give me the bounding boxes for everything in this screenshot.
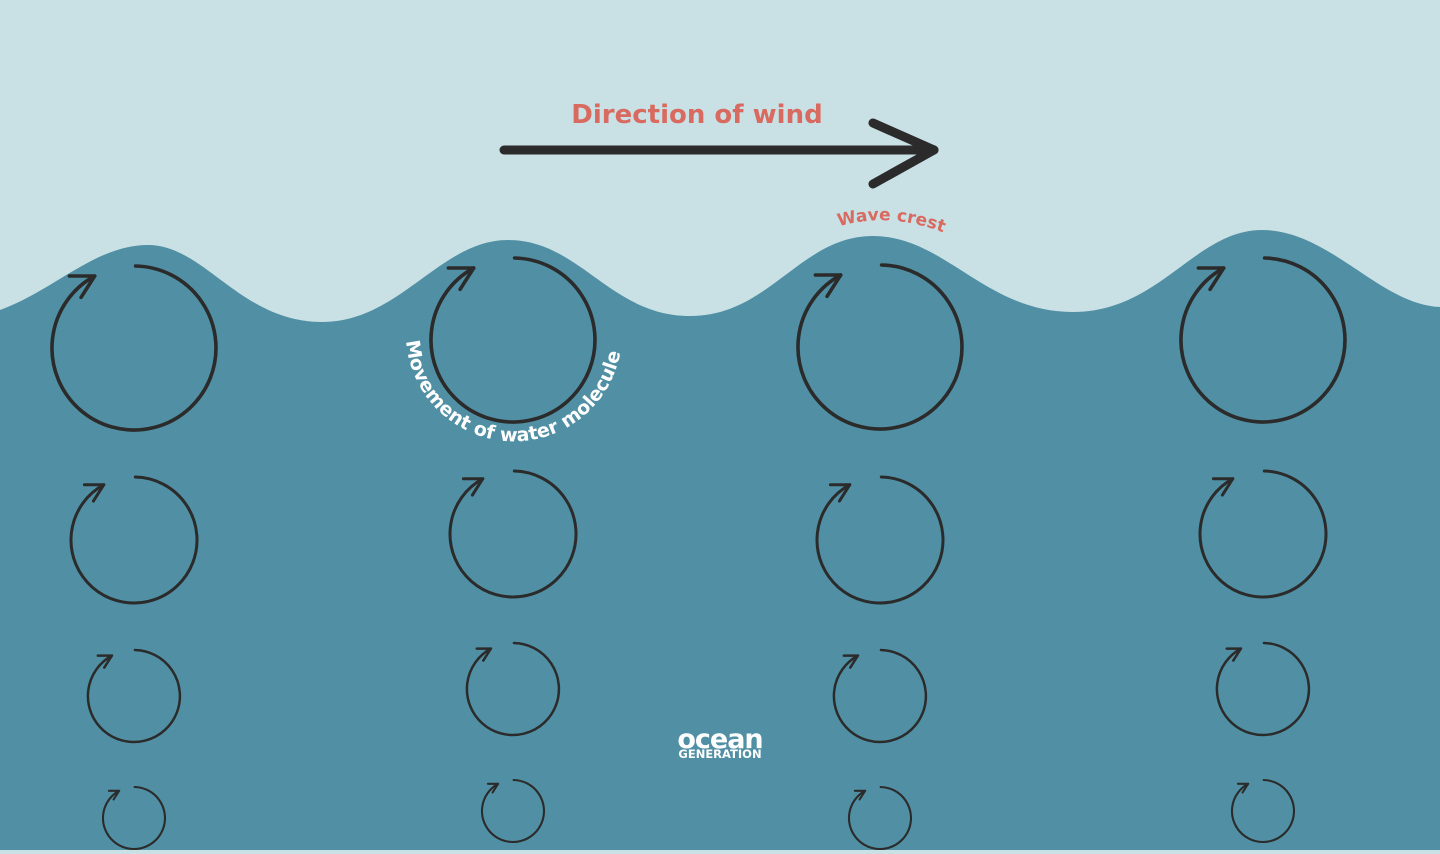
arrowhead-icon <box>96 654 114 669</box>
circular-arrow-icon <box>1215 641 1311 737</box>
circular-arrow-icon <box>50 264 218 432</box>
orbit-path <box>1179 256 1347 424</box>
orbit-path <box>1198 469 1328 599</box>
arrowhead-icon <box>813 273 843 299</box>
orbit-path <box>832 648 928 744</box>
circular-arrow-icon <box>1198 469 1328 599</box>
orbit-path <box>448 469 578 599</box>
arrowhead-icon <box>461 477 485 497</box>
arrowhead-icon <box>82 483 106 503</box>
arrowhead-icon <box>486 782 500 794</box>
arrowhead-icon <box>1236 782 1250 794</box>
orbit-path <box>69 475 199 605</box>
circular-arrow-icon <box>1230 778 1295 844</box>
arrowhead-icon <box>446 266 476 292</box>
circular-arrow-icon <box>796 263 964 431</box>
orbit-path <box>86 648 182 744</box>
wind-direction-label: Direction of wind <box>571 100 822 130</box>
ocean-generation-logo: ocean GENERATION <box>677 724 763 761</box>
arrowhead-icon <box>1211 477 1235 497</box>
arrowhead-icon <box>1196 266 1226 292</box>
arrowhead-icon <box>475 647 493 662</box>
orbit-path <box>429 256 597 424</box>
circular-arrow-icon <box>101 785 166 851</box>
orbit-path <box>847 785 912 851</box>
logo-wordmark-ocean: ocean <box>677 724 762 755</box>
arrowhead-icon <box>107 789 121 801</box>
circular-arrow-icon <box>448 469 578 599</box>
orbit-path <box>465 641 561 737</box>
orbit-path <box>50 264 218 432</box>
logo-wordmark-generation: GENERATION <box>678 747 761 761</box>
circular-arrow-icon <box>86 648 182 744</box>
circular-arrow-icon <box>465 641 561 737</box>
orbit-path <box>480 778 545 844</box>
ocean-water <box>0 230 1440 850</box>
circular-arrow-icon <box>847 785 912 851</box>
orbit-path <box>1215 641 1311 737</box>
arrowhead-icon <box>67 274 97 300</box>
arrowhead-icon <box>853 789 867 801</box>
wind-arrow-icon <box>499 118 939 189</box>
circular-arrow-icon <box>815 475 945 605</box>
circular-arrow-icon <box>429 256 597 424</box>
arrowhead-icon <box>828 483 852 503</box>
circular-arrow-icon <box>69 475 199 605</box>
circular-arrow-icon <box>1179 256 1347 424</box>
arrowhead-icon <box>842 654 860 669</box>
arrowhead-icon <box>1225 647 1243 662</box>
circular-arrow-icon <box>480 778 545 844</box>
orbit-path <box>1230 778 1295 844</box>
orbit-path <box>815 475 945 605</box>
orbit-path <box>101 785 166 851</box>
circular-arrow-icon <box>832 648 928 744</box>
orbit-path <box>796 263 964 431</box>
water-molecule-orbits <box>50 256 1347 851</box>
